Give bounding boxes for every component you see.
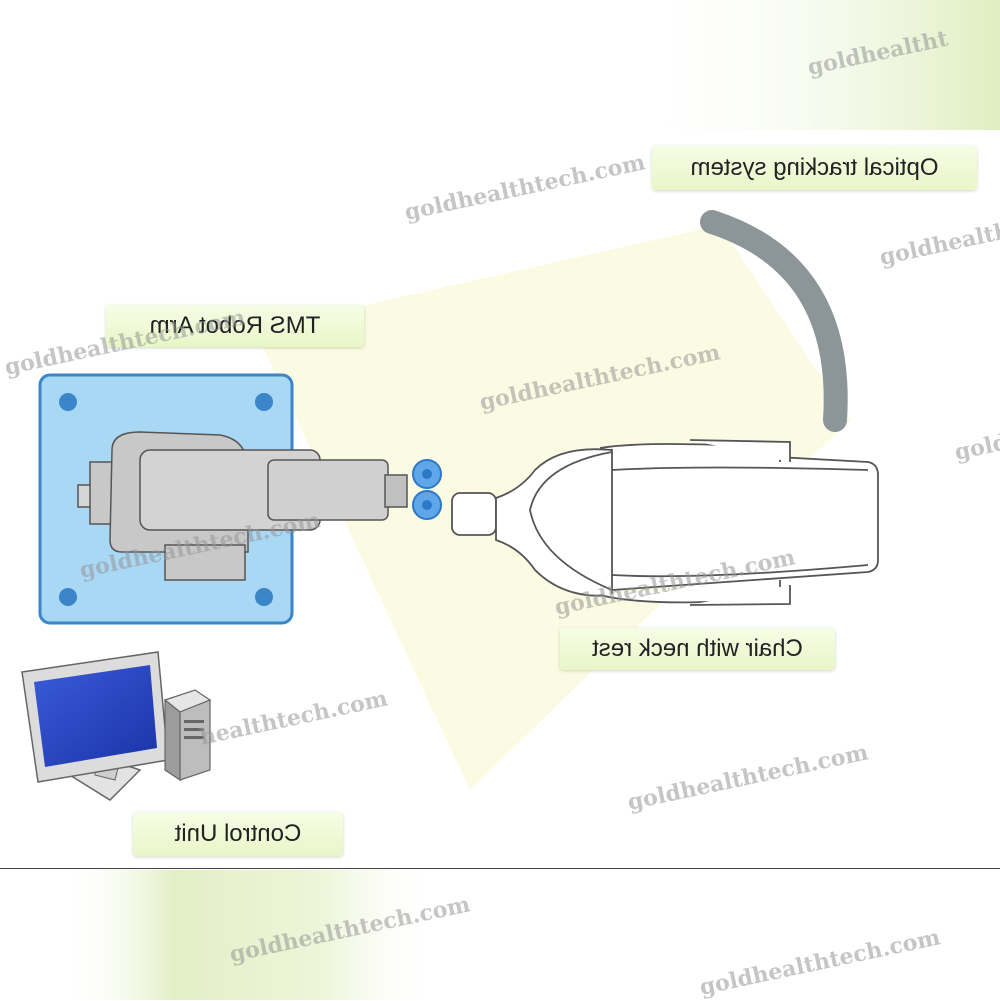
robot-arm-icon [38, 373, 408, 625]
chair-icon [451, 439, 879, 606]
label-chair: Chair with neck rest [560, 628, 835, 670]
platform-bolt [59, 393, 77, 411]
platform-bolt [255, 393, 273, 411]
bottom-gradient [60, 870, 440, 1000]
top-right-gradient [620, 0, 1000, 130]
label-robot-arm: TMS Robot Arm [106, 305, 364, 347]
computer-tower-icon [163, 689, 212, 782]
tracking-camera-icon [700, 210, 848, 432]
label-optical-tracking: Optical tracking system [652, 146, 977, 190]
tms-coil-icon [412, 459, 442, 520]
divider-line [0, 868, 1000, 869]
platform-bolt [59, 588, 77, 606]
label-control-unit: Control Unit [133, 812, 343, 856]
computer-monitor-icon [21, 651, 169, 801]
platform-bolt [255, 588, 273, 606]
